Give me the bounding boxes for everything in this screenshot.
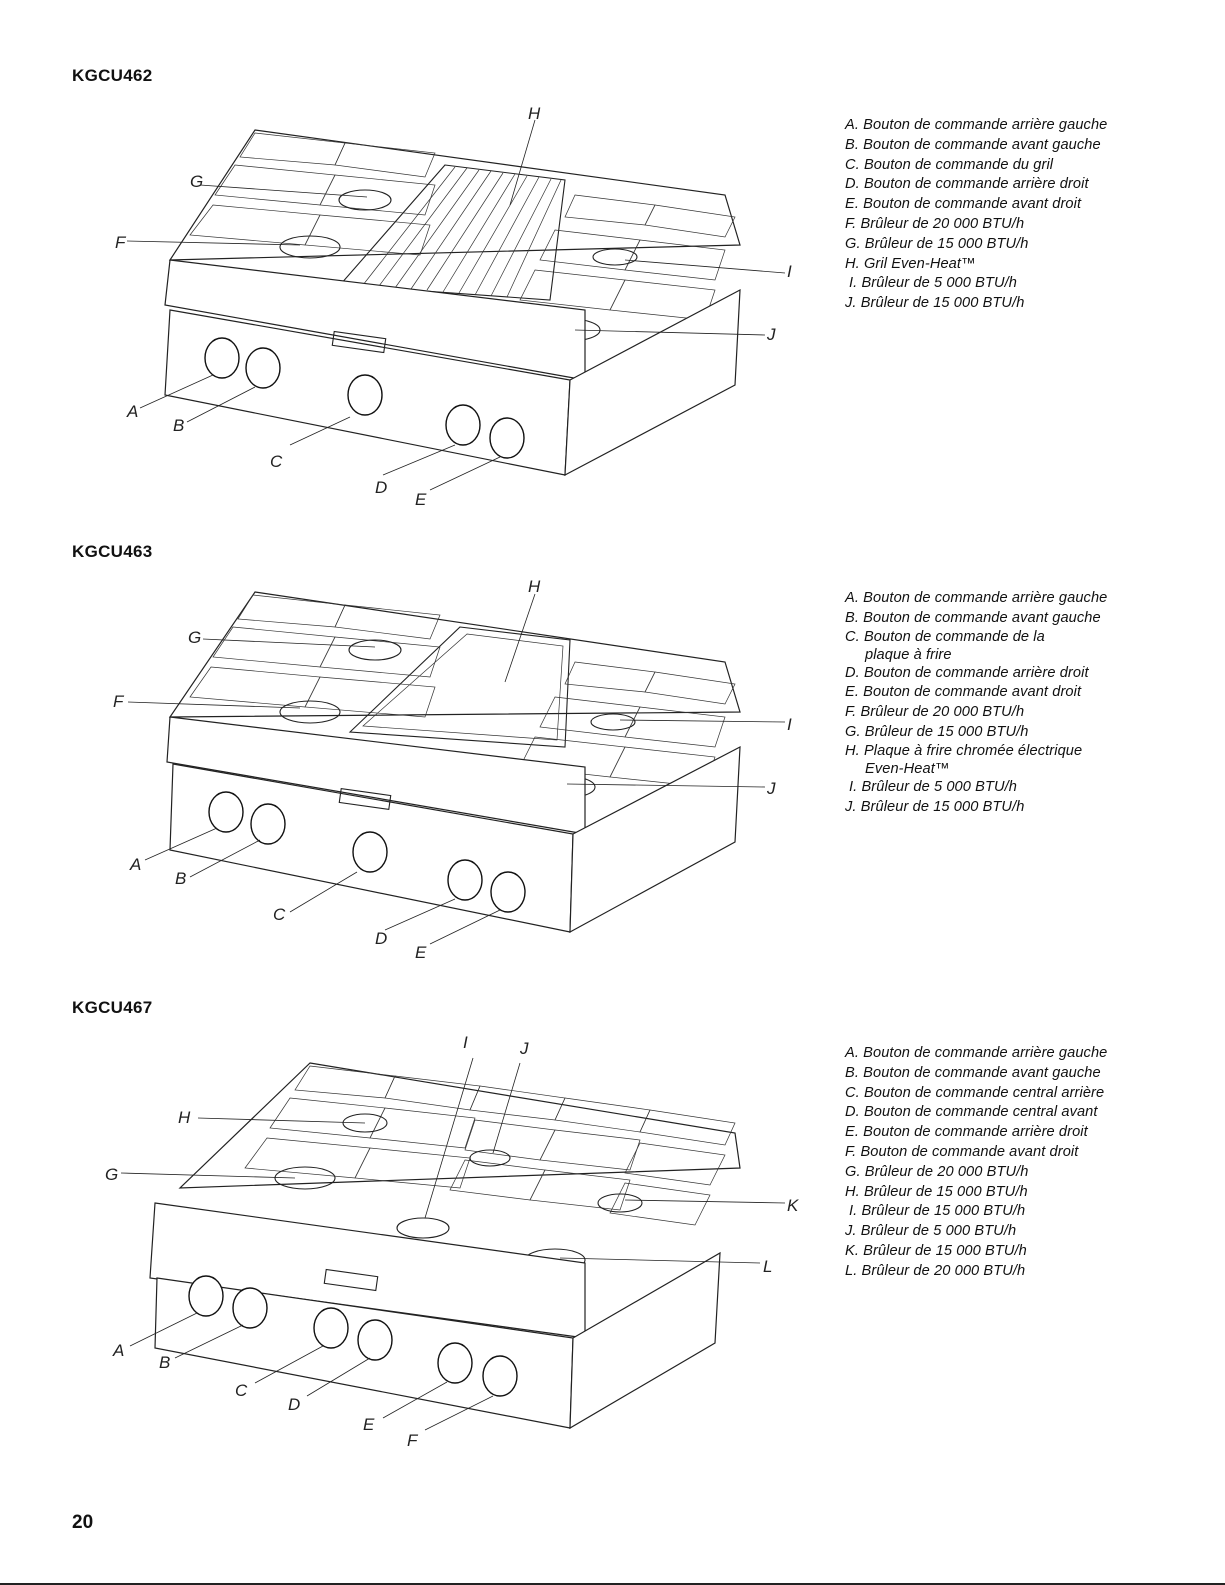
legend-item: E. Bouton de commande avant droit — [845, 684, 1082, 701]
legend-item: J. Brûleur de 15 000 BTU/h — [845, 295, 1025, 312]
callout-l: L — [763, 1257, 772, 1276]
bottom-rule — [0, 1583, 1225, 1585]
callout-d: D — [375, 929, 387, 948]
legend-item-continued: Even-Heat™ — [865, 760, 950, 777]
callout-f: F — [407, 1431, 419, 1450]
callout-a: A — [129, 855, 141, 874]
model-title-kgcu463: KGCU463 — [72, 542, 153, 561]
cooktop-diagram-kgcu463: H G F I J A B C D E — [95, 572, 815, 1012]
model-title-kgcu462: KGCU462 — [72, 66, 153, 85]
callout-a: A — [112, 1341, 124, 1360]
callout-h: H — [178, 1108, 191, 1127]
callout-b: B — [175, 869, 186, 888]
legend-item: F. Bouton de commande avant droit — [845, 1143, 1079, 1160]
callout-e: E — [363, 1415, 375, 1434]
callout-e: E — [415, 490, 427, 509]
legend-item: J. Brûleur de 5 000 BTU/h — [845, 1223, 1017, 1240]
page-number: 20 — [72, 1512, 94, 1533]
legend-item: G. Brûleur de 20 000 BTU/h — [845, 1163, 1029, 1180]
legend-item: H. Brûleur de 15 000 BTU/h — [845, 1183, 1028, 1200]
parts-legend-kgcu467: A. Bouton de commande arrière gauche B. … — [845, 1044, 1185, 1282]
legend-item: H. Plaque à frire chromée électrique — [845, 742, 1083, 759]
callout-j: J — [519, 1039, 529, 1058]
callout-c: C — [270, 452, 283, 471]
legend-item: A. Bouton de commande arrière gauche — [845, 590, 1108, 606]
legend-item: D. Bouton de commande central avant — [845, 1104, 1098, 1121]
legend-item: D. Bouton de commande arrière droit — [845, 176, 1089, 193]
legend-item: C. Bouton de commande central arrière — [845, 1084, 1105, 1101]
legend-item: F. Brûleur de 20 000 BTU/h — [845, 704, 1025, 721]
cooktop-illustration: H G F I J A B C D E — [113, 577, 792, 962]
legend-item: C. Bouton de commande de la — [845, 628, 1045, 645]
cooktop-illustration: H G F I J A B C D E — [115, 104, 792, 509]
callout-f: F — [115, 233, 127, 252]
legend-item: G. Brûleur de 15 000 BTU/h — [845, 235, 1029, 252]
legend-item: G. Brûleur de 15 000 BTU/h — [845, 723, 1029, 740]
legend-item: B. Bouton de commande avant gauche — [845, 1064, 1101, 1081]
callout-g: G — [105, 1165, 118, 1184]
callout-c: C — [235, 1381, 248, 1400]
legend-item: J. Brûleur de 15 000 BTU/h — [845, 798, 1025, 815]
callout-i: I — [787, 715, 792, 734]
callout-k: K — [787, 1196, 799, 1215]
cooktop-diagram-kgcu467: I J H G K L A B C D E F — [95, 1028, 815, 1468]
parts-legend-kgcu463: A. Bouton de commande arrière gauche B. … — [845, 589, 1185, 817]
model-title-kgcu467: KGCU467 — [72, 998, 153, 1017]
cooktop-diagram-kgcu462: H G F I J A B C D E — [95, 95, 815, 535]
legend-item-continued: plaque à frire — [865, 646, 952, 663]
callout-b: B — [173, 416, 184, 435]
legend-item: L. Brûleur de 20 000 BTU/h — [845, 1262, 1026, 1279]
callout-d: D — [375, 478, 387, 497]
legend-item: H. Gril Even-Heat™ — [845, 255, 976, 272]
legend-item: A. Bouton de commande arrière gauche — [845, 117, 1108, 133]
legend-item: E. Bouton de commande avant droit — [845, 196, 1082, 213]
parts-legend-kgcu462: A. Bouton de commande arrière gauche B. … — [845, 116, 1185, 314]
callout-a: A — [126, 402, 138, 421]
legend-item: B. Bouton de commande avant gauche — [845, 609, 1101, 626]
callout-e: E — [415, 943, 427, 962]
legend-item: I. Brûleur de 5 000 BTU/h — [849, 778, 1017, 795]
callout-i: I — [787, 262, 792, 281]
callout-g: G — [190, 172, 203, 191]
legend-item: C. Bouton de commande du gril — [845, 156, 1054, 173]
callout-d: D — [288, 1395, 300, 1414]
callout-i: I — [463, 1033, 468, 1052]
callout-h: H — [528, 577, 541, 596]
legend-item: I. Brûleur de 5 000 BTU/h — [849, 275, 1017, 292]
callout-g: G — [188, 628, 201, 647]
callout-f: F — [113, 692, 125, 711]
legend-item: I. Brûleur de 15 000 BTU/h — [849, 1203, 1026, 1220]
legend-item: A. Bouton de commande arrière gauche — [845, 1045, 1108, 1061]
cooktop-illustration: I J H G K L A B C D E F — [105, 1033, 799, 1450]
legend-item: D. Bouton de commande arrière droit — [845, 664, 1089, 681]
callout-h: H — [528, 104, 541, 123]
legend-item: K. Brûleur de 15 000 BTU/h — [845, 1242, 1027, 1259]
callout-j: J — [766, 325, 776, 344]
legend-item: E. Bouton de commande arrière droit — [845, 1124, 1088, 1141]
callout-j: J — [766, 779, 776, 798]
callout-c: C — [273, 905, 286, 924]
legend-item: F. Brûleur de 20 000 BTU/h — [845, 215, 1025, 232]
legend-item: B. Bouton de commande avant gauche — [845, 136, 1101, 153]
callout-b: B — [159, 1353, 170, 1372]
